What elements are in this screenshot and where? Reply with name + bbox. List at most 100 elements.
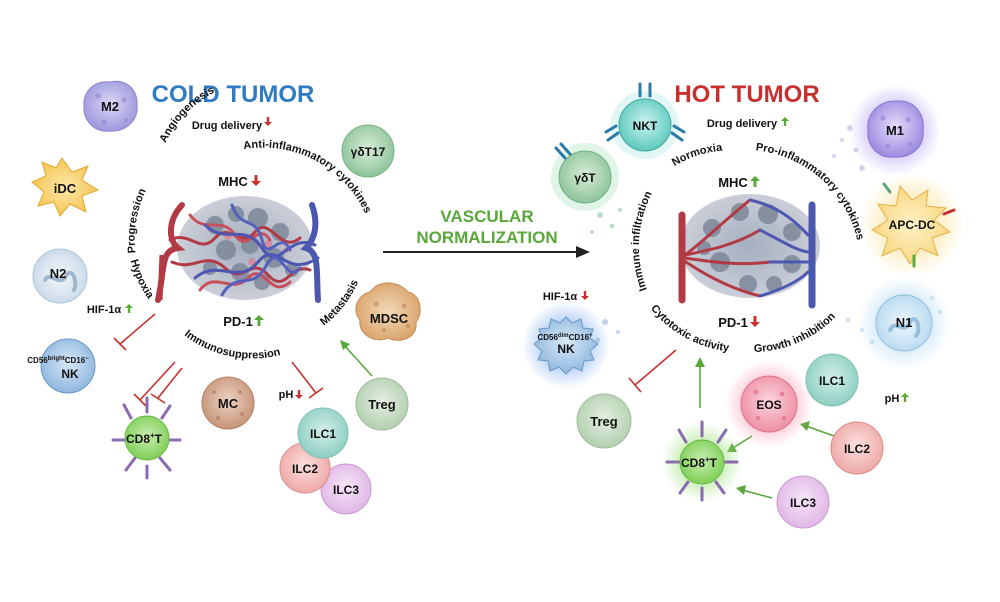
svg-text:MHC: MHC <box>218 174 248 189</box>
svg-text:PD-1: PD-1 <box>223 314 253 329</box>
idc-cell: iDC <box>31 157 100 217</box>
ring-normoxia: Normoxia <box>670 142 724 169</box>
svg-text:ILC1: ILC1 <box>819 374 845 388</box>
apc-dc-cell: APC-DC <box>860 173 964 277</box>
ilc1-cell-cold: ILC1 <box>297 407 349 459</box>
svg-text:Treg: Treg <box>368 397 396 412</box>
n2-cell: N2 <box>32 248 88 304</box>
ring-hypoxia: Hypoxia <box>128 258 157 302</box>
svg-text:pH: pH <box>885 393 900 405</box>
inhibition-bar-icon <box>291 361 324 399</box>
svg-text:NK: NK <box>557 342 575 356</box>
svg-text:Drug delivery: Drug delivery <box>707 118 778 130</box>
svg-text:MDSC: MDSC <box>370 311 409 326</box>
svg-text:NKT: NKT <box>633 119 658 133</box>
hot-tumor-title: HOT TUMOR <box>674 81 819 108</box>
arrowhead-icon <box>736 485 773 499</box>
ring-immunosuppresion: Immunosuppresion <box>182 328 282 362</box>
svg-text:γδT: γδT <box>574 171 596 185</box>
inhibition-bar-icon <box>113 313 156 351</box>
svg-text:CD8+T: CD8+T <box>126 431 163 446</box>
vascular-normalization-arrow <box>383 246 590 258</box>
hot-pd1: PD-1 <box>718 315 760 330</box>
ilc2-cell-hot: ILC2 <box>830 421 884 475</box>
nkt-cell: NKT <box>604 82 686 159</box>
svg-text:M1: M1 <box>886 123 904 138</box>
gamma-delta-t-cell: γδT <box>551 142 619 211</box>
ring-immune-infiltration: Immune infiltration <box>630 189 655 293</box>
svg-text:CD56dimCD16+: CD56dimCD16+ <box>537 333 593 342</box>
svg-text:ILC2: ILC2 <box>844 442 870 456</box>
arrowhead-icon <box>340 340 373 377</box>
arrow-down-icon <box>295 390 303 399</box>
ring-growth-inhibition: Growth inhibition <box>754 310 838 355</box>
svg-text:APC-DC: APC-DC <box>889 218 936 232</box>
svg-text:M2: M2 <box>101 99 119 114</box>
n1-cell: N1 <box>858 277 950 369</box>
cd8-t-cell-cold: CD8+T <box>111 396 182 480</box>
normalization-label: NORMALIZATION <box>416 228 557 247</box>
hot-ph: pH <box>885 393 909 405</box>
inhibition-bar-icon <box>133 361 176 407</box>
svg-text:γδT17: γδT17 <box>351 145 386 159</box>
arrow-up-icon <box>781 117 789 126</box>
svg-text:CD8+T: CD8+T <box>681 455 718 470</box>
nk-dim-cell: CD56dimCD16+ NK <box>522 301 610 389</box>
svg-text:MC: MC <box>218 396 239 411</box>
inhibition-bar-icon <box>628 349 677 393</box>
ring-progression: Progression <box>126 186 149 253</box>
svg-text:ILC1: ILC1 <box>310 427 336 441</box>
hot-tumor-core <box>678 194 820 309</box>
treg-cell-cold: Treg <box>355 377 409 431</box>
arrowhead-icon <box>695 357 705 408</box>
svg-text:N2: N2 <box>50 266 67 281</box>
svg-text:N1: N1 <box>896 315 913 330</box>
svg-text:MHC: MHC <box>718 175 748 190</box>
svg-text:NK: NK <box>61 367 79 381</box>
ilc3-cell-cold: ILC3 <box>320 463 372 515</box>
svg-text:HIF-1α: HIF-1α <box>543 291 578 303</box>
ring-metastasis: Metastasis <box>318 278 361 328</box>
cd8-t-cell-hot: CD8+T <box>662 420 742 502</box>
svg-text:Drug delivery: Drug delivery <box>192 120 263 132</box>
svg-text:iDC: iDC <box>54 181 77 196</box>
arrow-up-icon <box>750 176 760 187</box>
arrow-down-icon <box>251 175 261 186</box>
cold-ph: pH <box>279 389 303 401</box>
cold-drug-delivery: Drug delivery <box>192 117 272 132</box>
gamma-delta-t17-cell: γδT17 <box>341 124 395 178</box>
m1-cell: M1 <box>849 84 941 176</box>
inhibition-bar-icon <box>150 367 183 404</box>
mdsc-cell: MDSC <box>355 282 421 341</box>
vascular-label: VASCULAR <box>440 207 533 226</box>
cold-mhc: MHC <box>218 174 261 189</box>
arrow-down-icon <box>264 117 272 126</box>
cold-pd1: PD-1 <box>223 314 264 329</box>
ilc3-cell-hot: ILC3 <box>776 475 830 529</box>
cold-hif: HIF-1α <box>87 304 133 316</box>
arrow-up-icon <box>125 304 133 313</box>
svg-text:Treg: Treg <box>590 414 618 429</box>
m2-cell: M2 <box>83 80 138 132</box>
svg-text:PD-1: PD-1 <box>718 315 748 330</box>
svg-text:ILC3: ILC3 <box>333 483 359 497</box>
ilc1-cell-hot: ILC1 <box>805 353 859 407</box>
svg-text:CD56brightCD16−: CD56brightCD16− <box>27 356 89 365</box>
svg-text:ILC3: ILC3 <box>790 496 816 510</box>
nk-bright-cell: CD56brightCD16− NK <box>27 338 96 394</box>
eos-cell: EOS <box>725 360 813 448</box>
cold-tumor-core <box>155 196 321 303</box>
svg-text:ILC2: ILC2 <box>292 462 318 476</box>
arrow-down-icon <box>581 291 589 300</box>
svg-text:HIF-1α: HIF-1α <box>87 304 122 316</box>
svg-text:pH: pH <box>279 389 294 401</box>
arrow-down-icon <box>750 316 760 327</box>
hot-mhc: MHC <box>718 175 760 190</box>
cold-tumor-title: COLD TUMOR <box>152 81 315 108</box>
arrow-up-icon <box>254 315 264 326</box>
svg-text:EOS: EOS <box>756 398 781 412</box>
arrow-up-icon <box>901 393 909 402</box>
treg-cell-hot: Treg <box>576 393 632 449</box>
hot-drug-delivery: Drug delivery <box>707 117 789 130</box>
